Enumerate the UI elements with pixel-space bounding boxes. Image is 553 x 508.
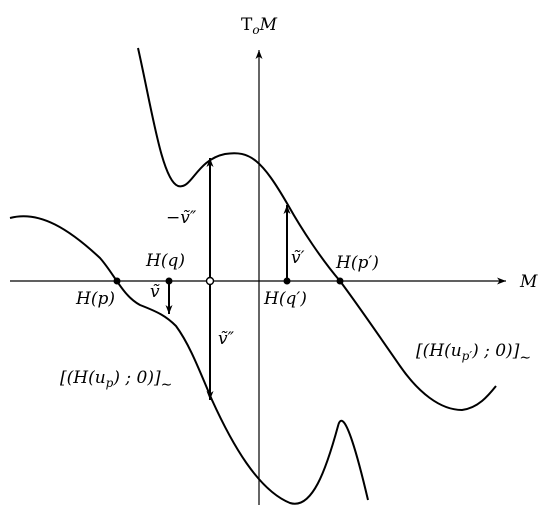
- vertical-axis-label: ToM: [241, 15, 278, 37]
- point-origin-hollow: [205, 276, 215, 286]
- point-hp-prime: [336, 277, 344, 285]
- label-hq: H(q): [145, 251, 185, 271]
- label-hq-prime: H(q′): [263, 289, 307, 309]
- label-right-class: [(H(up′) ; 0)]∼: [416, 341, 531, 366]
- horizontal-axis-label: M: [519, 272, 538, 292]
- label-hp: H(p): [75, 289, 115, 309]
- point-hp: [113, 277, 121, 285]
- label-neg-v-double-prime: −ṽ″: [166, 208, 197, 228]
- point-hq: [165, 277, 173, 285]
- point-hq-prime: [283, 277, 291, 285]
- label-v-tilde-prime: ṽ′: [291, 248, 305, 268]
- label-left-class: [(H(up) ; 0)]∼: [60, 368, 172, 393]
- curve-lower: [9, 215, 369, 505]
- label-hp-prime: H(p′): [335, 253, 379, 273]
- label-v-tilde: ṽ: [150, 282, 160, 302]
- label-v-double-prime: ṽ″: [218, 329, 235, 349]
- curve-upper: [137, 47, 497, 412]
